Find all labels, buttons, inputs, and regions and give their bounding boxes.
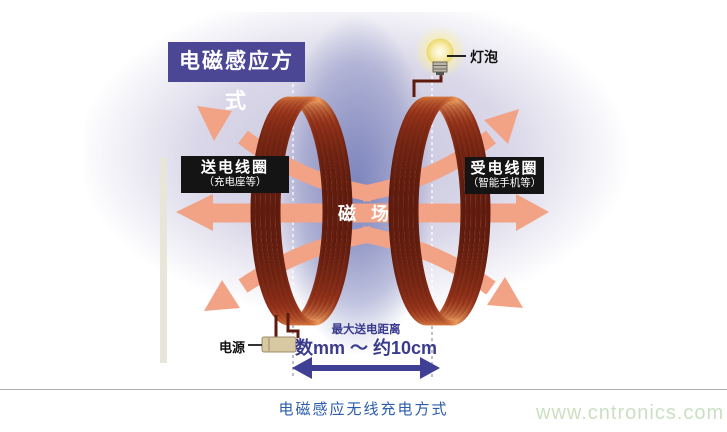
transmit-coil-name: 送电线圈 [200,159,269,176]
bulb-label: 灯泡 [470,49,498,65]
receive-coil-label: 受电线圈 （智能手机等） [465,157,544,194]
receive-coil-graphic [388,96,491,326]
bulb-callout-line [447,55,466,57]
distance-caption: 最大送电距离 [331,324,401,336]
caption-divider [0,389,727,390]
transmit-coil-label: 送电线圈 （充电座等） [181,156,289,193]
site-watermark: www.cntronics.com [536,402,725,424]
light-bulb-icon [414,26,466,78]
transmit-coil-sublabel: （充电座等） [203,176,267,188]
distance-arrow-graphic [292,357,440,379]
power-source-label: 电源 [219,340,246,355]
power-callout-line [248,344,262,346]
distance-range: 数mm ～ 约10cm [294,338,438,358]
receive-coil-name: 受电线圈 [470,160,539,177]
figure-caption: 电磁感应无线充电方式 [278,401,449,418]
receive-coil-sublabel: （智能手机等） [467,177,542,189]
diagram-title: 电磁感应方式 [168,42,305,113]
power-connector-icon [261,336,297,353]
magnetic-field-label: 磁 场 [337,204,394,224]
transmit-coil-graphic [250,96,353,326]
left-edge-bar [160,158,167,363]
